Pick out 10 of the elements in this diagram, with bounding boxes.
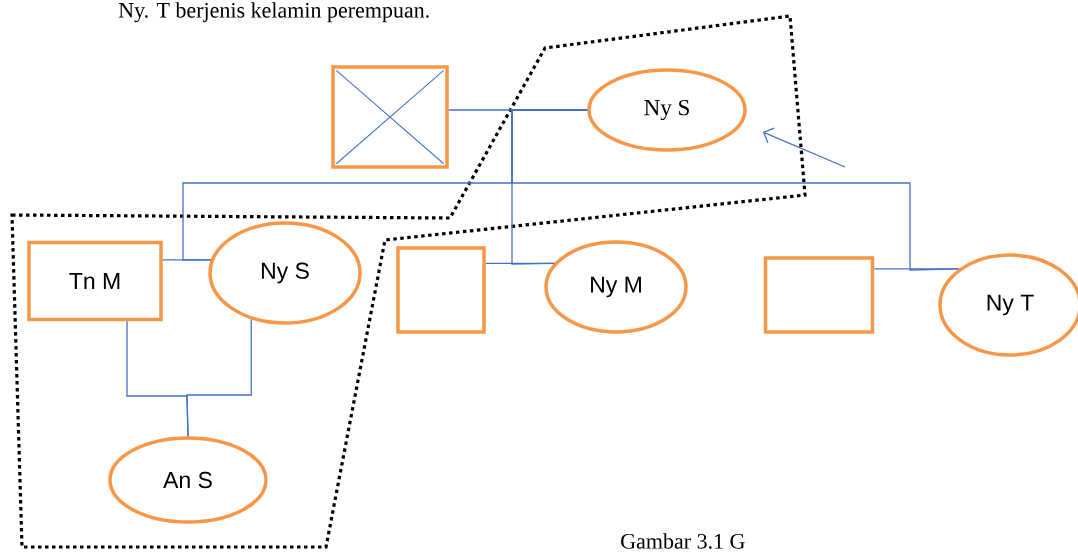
connector-line [186, 318, 252, 437]
male-box: Tn M [27, 240, 163, 322]
male-box [396, 246, 486, 334]
connector-line [162, 259, 212, 261]
arrow [762, 127, 846, 168]
connector-line [873, 268, 960, 270]
figure-caption: Gambar 3.1 G [621, 533, 745, 549]
note-text: Ny. T berjenis kelamin perempuan. [118, 2, 429, 23]
male-box [763, 256, 875, 334]
connector-line [485, 262, 555, 264]
